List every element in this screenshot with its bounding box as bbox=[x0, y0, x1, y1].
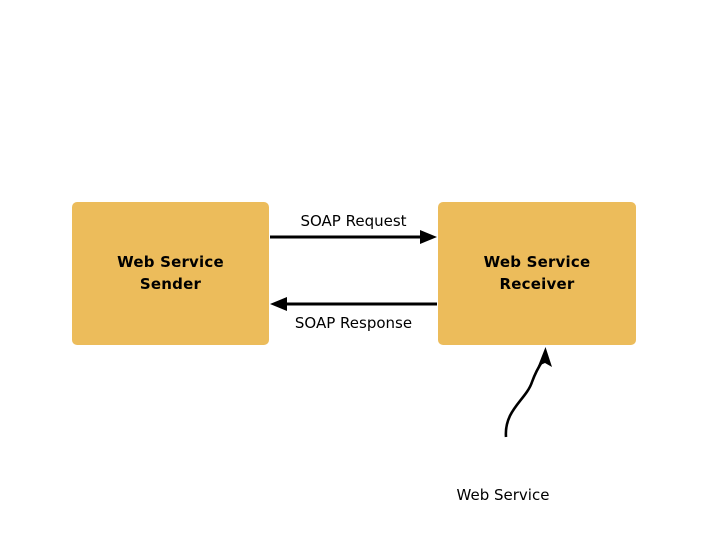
connector-soap-request bbox=[270, 230, 437, 244]
edge-label-soap-request: SOAP Request bbox=[300, 212, 407, 230]
soap-response-arrowhead bbox=[270, 297, 287, 311]
edge-label-soap-response: SOAP Response bbox=[294, 314, 413, 332]
web-service-description-line1: Web Service bbox=[456, 485, 550, 504]
soap-request-arrowhead bbox=[420, 230, 437, 244]
node-sender-label-line1: Web Service bbox=[117, 253, 224, 272]
web-service-description-curve bbox=[504, 356, 547, 438]
node-receiver-label-line2: Receiver bbox=[499, 274, 575, 293]
node-web-service-receiver[interactable]: Web Service Receiver bbox=[438, 202, 636, 345]
web-service-description-arrowhead bbox=[538, 347, 552, 367]
edge-label-web-service-description: Web Service Description bbox=[425, 441, 581, 540]
connector-web-service-description bbox=[504, 347, 552, 438]
node-sender-label-line2: Sender bbox=[139, 274, 202, 293]
connector-soap-response bbox=[270, 297, 437, 311]
node-web-service-sender[interactable]: Web Service Sender bbox=[72, 202, 269, 345]
node-receiver-label-line1: Web Service bbox=[483, 253, 591, 272]
